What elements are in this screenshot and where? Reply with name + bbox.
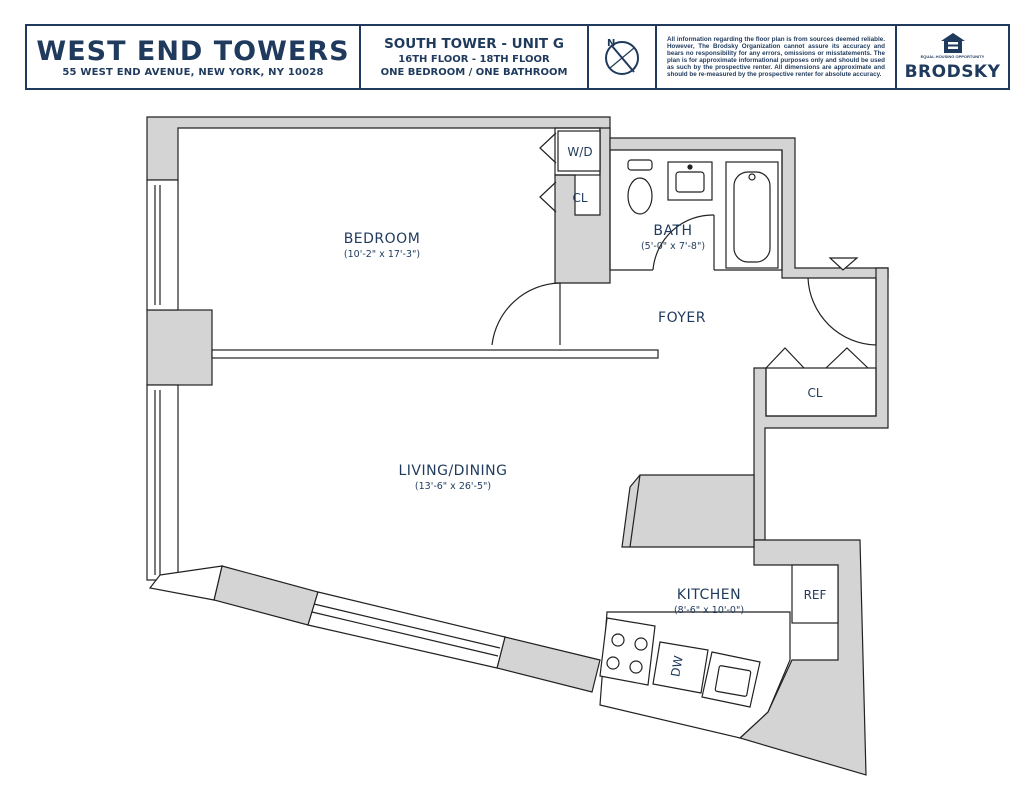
unit-info: SOUTH TOWER - UNIT G 16TH FLOOR - 18TH F… [361, 26, 589, 88]
room-label-bedroom: BEDROOM [344, 231, 421, 247]
stove-icon [599, 617, 656, 686]
label-dishwasher: DW [668, 655, 685, 678]
unit-name: SOUTH TOWER - UNIT G [384, 35, 564, 52]
closet-foyer [765, 367, 877, 417]
equal-housing-text: EQUAL HOUSING OPPORTUNITY [920, 54, 985, 60]
title-block: WEST END TOWERS 55 WEST END AVENUE, NEW … [25, 24, 1010, 90]
walls [146, 116, 889, 776]
dishwasher [652, 641, 709, 694]
compass-icon: N [605, 38, 639, 75]
label-closet-bedroom: CL [572, 191, 587, 205]
entry-arrow-icon [828, 257, 859, 271]
compass-north-label: N [607, 38, 615, 49]
brand-cell: EQUAL HOUSING OPPORTUNITY BRODSKY [897, 26, 1008, 88]
room-dims-bath: (5'-0" x 7'-8") [641, 241, 705, 252]
wall-bedroom-south [211, 349, 659, 359]
disclaimer-cell: All information regarding the floor plan… [657, 26, 897, 88]
unit-floors: 16TH FLOOR - 18TH FLOOR [398, 53, 550, 65]
wall-column-left [146, 309, 213, 386]
window-west-upper [146, 179, 179, 311]
label-closet-foyer: CL [807, 386, 822, 400]
doors [491, 132, 877, 369]
washer-dryer [557, 130, 601, 172]
room-labels: BEDROOM (10'-2" x 17'-3") BATH (5'-0" x … [344, 145, 827, 678]
disclaimer-text: All information regarding the floor plan… [667, 35, 885, 79]
window-south-1 [148, 565, 223, 601]
label-washer-dryer: W/D [567, 145, 592, 159]
wall-foyer-east [753, 267, 889, 541]
refrigerator [791, 564, 839, 624]
window-south-2 [307, 591, 506, 669]
brand-logo: BRODSKY [904, 61, 1001, 82]
room-label-living: LIVING/DINING [398, 463, 507, 479]
equal-housing-icon [940, 33, 965, 54]
door-closet-bedroom [539, 181, 557, 213]
door-bedroom [491, 282, 561, 346]
door-closet-foyer [765, 347, 869, 369]
wall-pier-1 [213, 565, 319, 626]
room-label-kitchen: KITCHEN [677, 587, 741, 603]
room-dims-kitchen: (8'-6" x 10'-0") [674, 605, 744, 616]
window-west-lower [146, 384, 179, 581]
kitchen-peninsula [621, 474, 755, 548]
door-entry [807, 277, 877, 346]
label-refrigerator: REF [804, 588, 827, 602]
room-dims-bedroom: (10'-2" x 17'-3") [344, 249, 420, 260]
toilet-icon [627, 177, 653, 215]
building-name: WEST END TOWERS [36, 35, 350, 67]
bath-enclosure [609, 150, 653, 271]
building-info: WEST END TOWERS 55 WEST END AVENUE, NEW … [27, 26, 361, 88]
door-closet-wd [539, 132, 557, 164]
compass: N [589, 26, 657, 88]
room-label-bath: BATH [653, 223, 692, 239]
door-bath [652, 214, 715, 271]
wall-pier-2 [496, 636, 601, 693]
room-label-foyer: FOYER [658, 310, 706, 326]
unit-type: ONE BEDROOM / ONE BATHROOM [380, 66, 568, 78]
building-address: 55 WEST END AVENUE, NEW YORK, NY 10028 [62, 66, 324, 78]
room-dims-living: (13'-6" x 26'-5") [415, 481, 491, 492]
fixtures [557, 130, 839, 708]
